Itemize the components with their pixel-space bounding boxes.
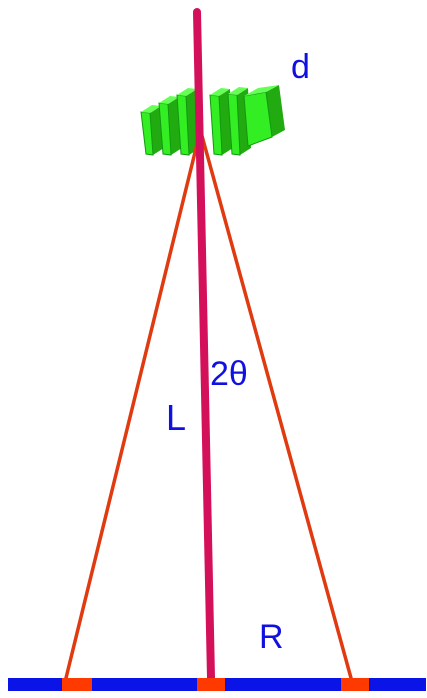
incident-beam [193, 8, 215, 682]
crystal-plane [158, 96, 182, 156]
camera-length-label: L [166, 397, 187, 438]
crystal-planes [140, 85, 285, 156]
diffracted-ray-right [200, 134, 353, 680]
crystal-plane [243, 85, 285, 147]
spot-distance-label: R [259, 618, 284, 656]
diffraction-spot-right [341, 678, 369, 691]
direct-beam-spot [197, 678, 225, 691]
diffraction-angle-label: 2θ [210, 355, 248, 393]
plane-spacing-label: d [291, 48, 310, 86]
diffraction-spot-left [62, 678, 92, 691]
diffracted-ray-left [64, 134, 201, 680]
